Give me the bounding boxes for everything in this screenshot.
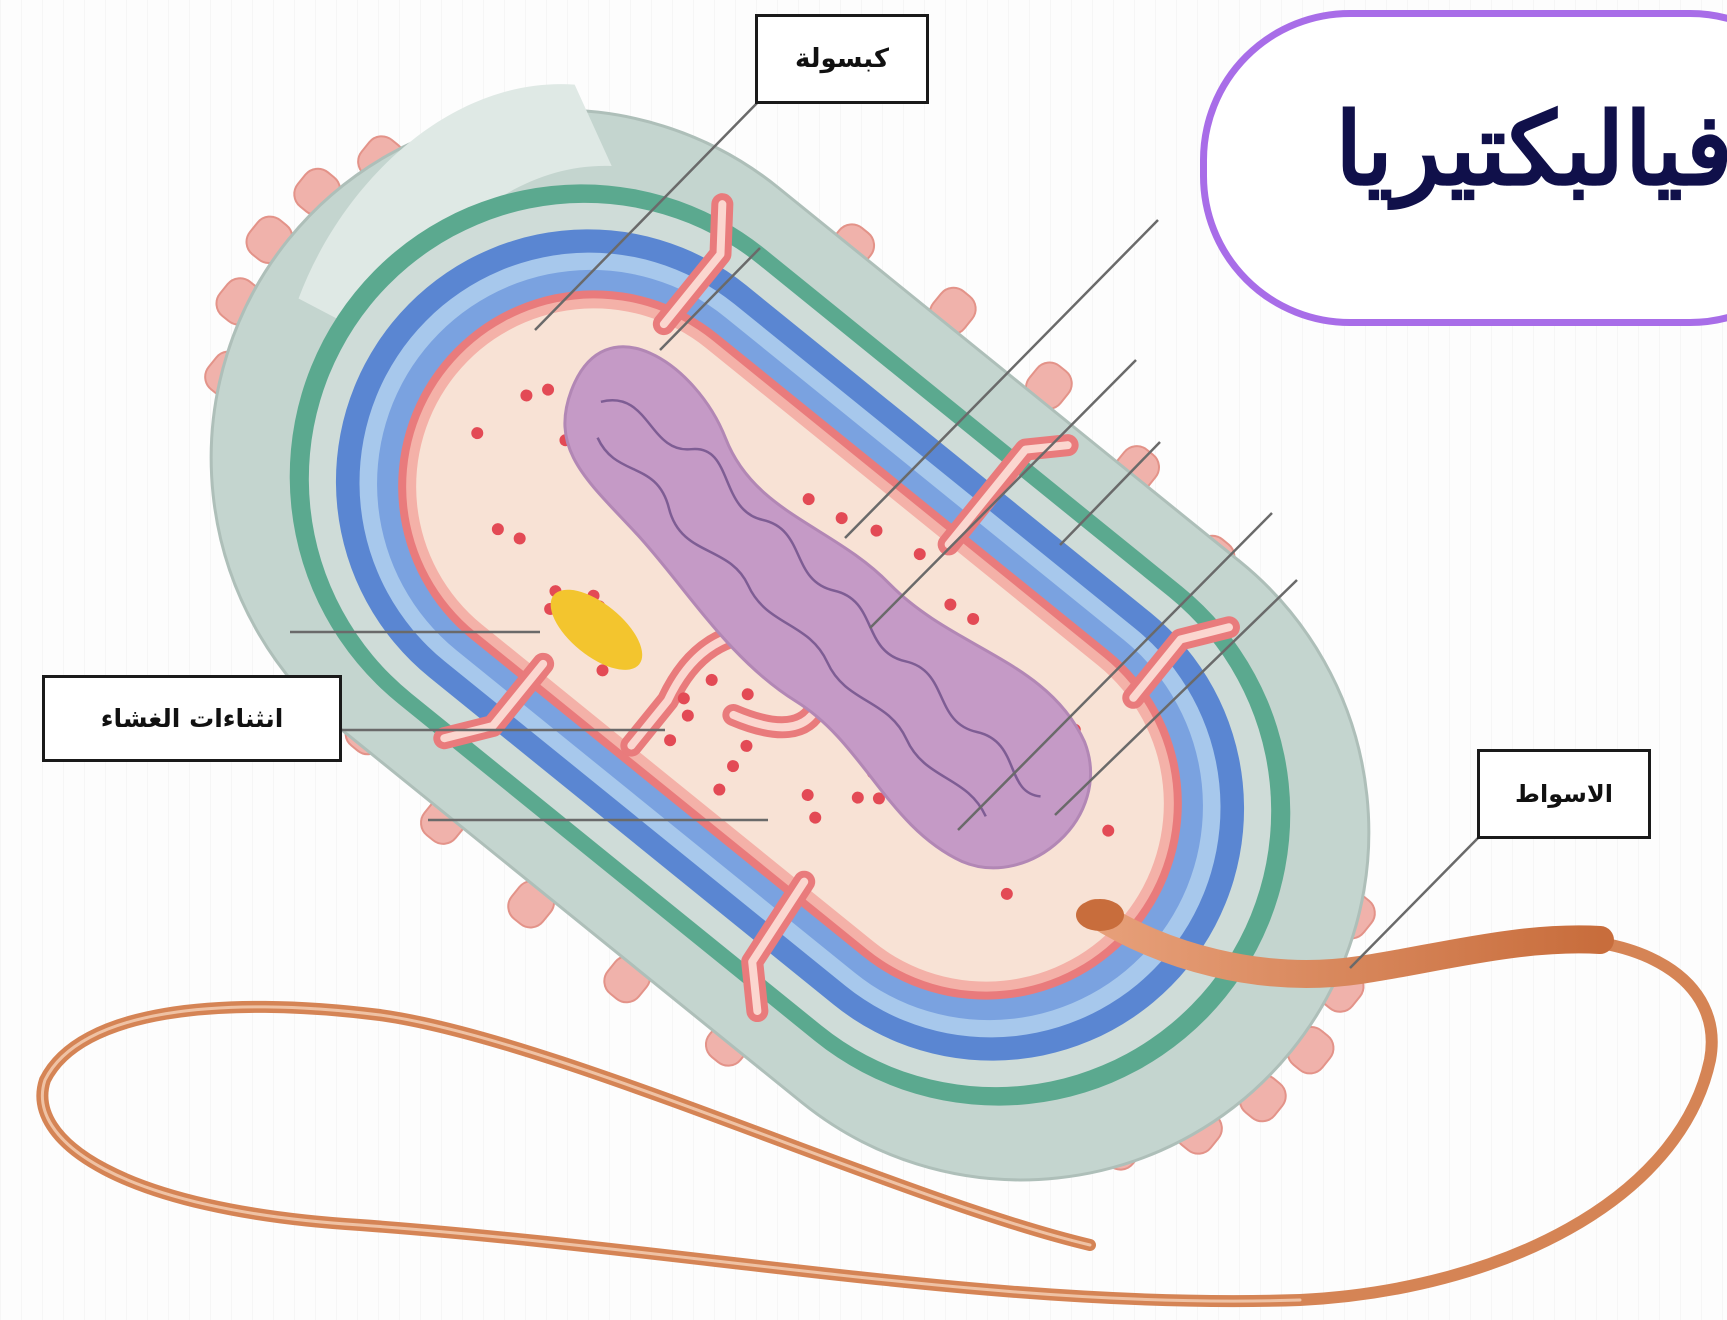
flagellum-hook: [1076, 899, 1124, 931]
label-flagellum: الاسواط: [1477, 749, 1651, 839]
label-capsule: كبسولة: [755, 14, 929, 104]
title-banner: فيالبكتيريا: [1200, 10, 1727, 326]
page-title: فيالبكتيريا: [1335, 99, 1727, 199]
label-membrane-folds: انثناءات الغشاء: [42, 675, 342, 762]
